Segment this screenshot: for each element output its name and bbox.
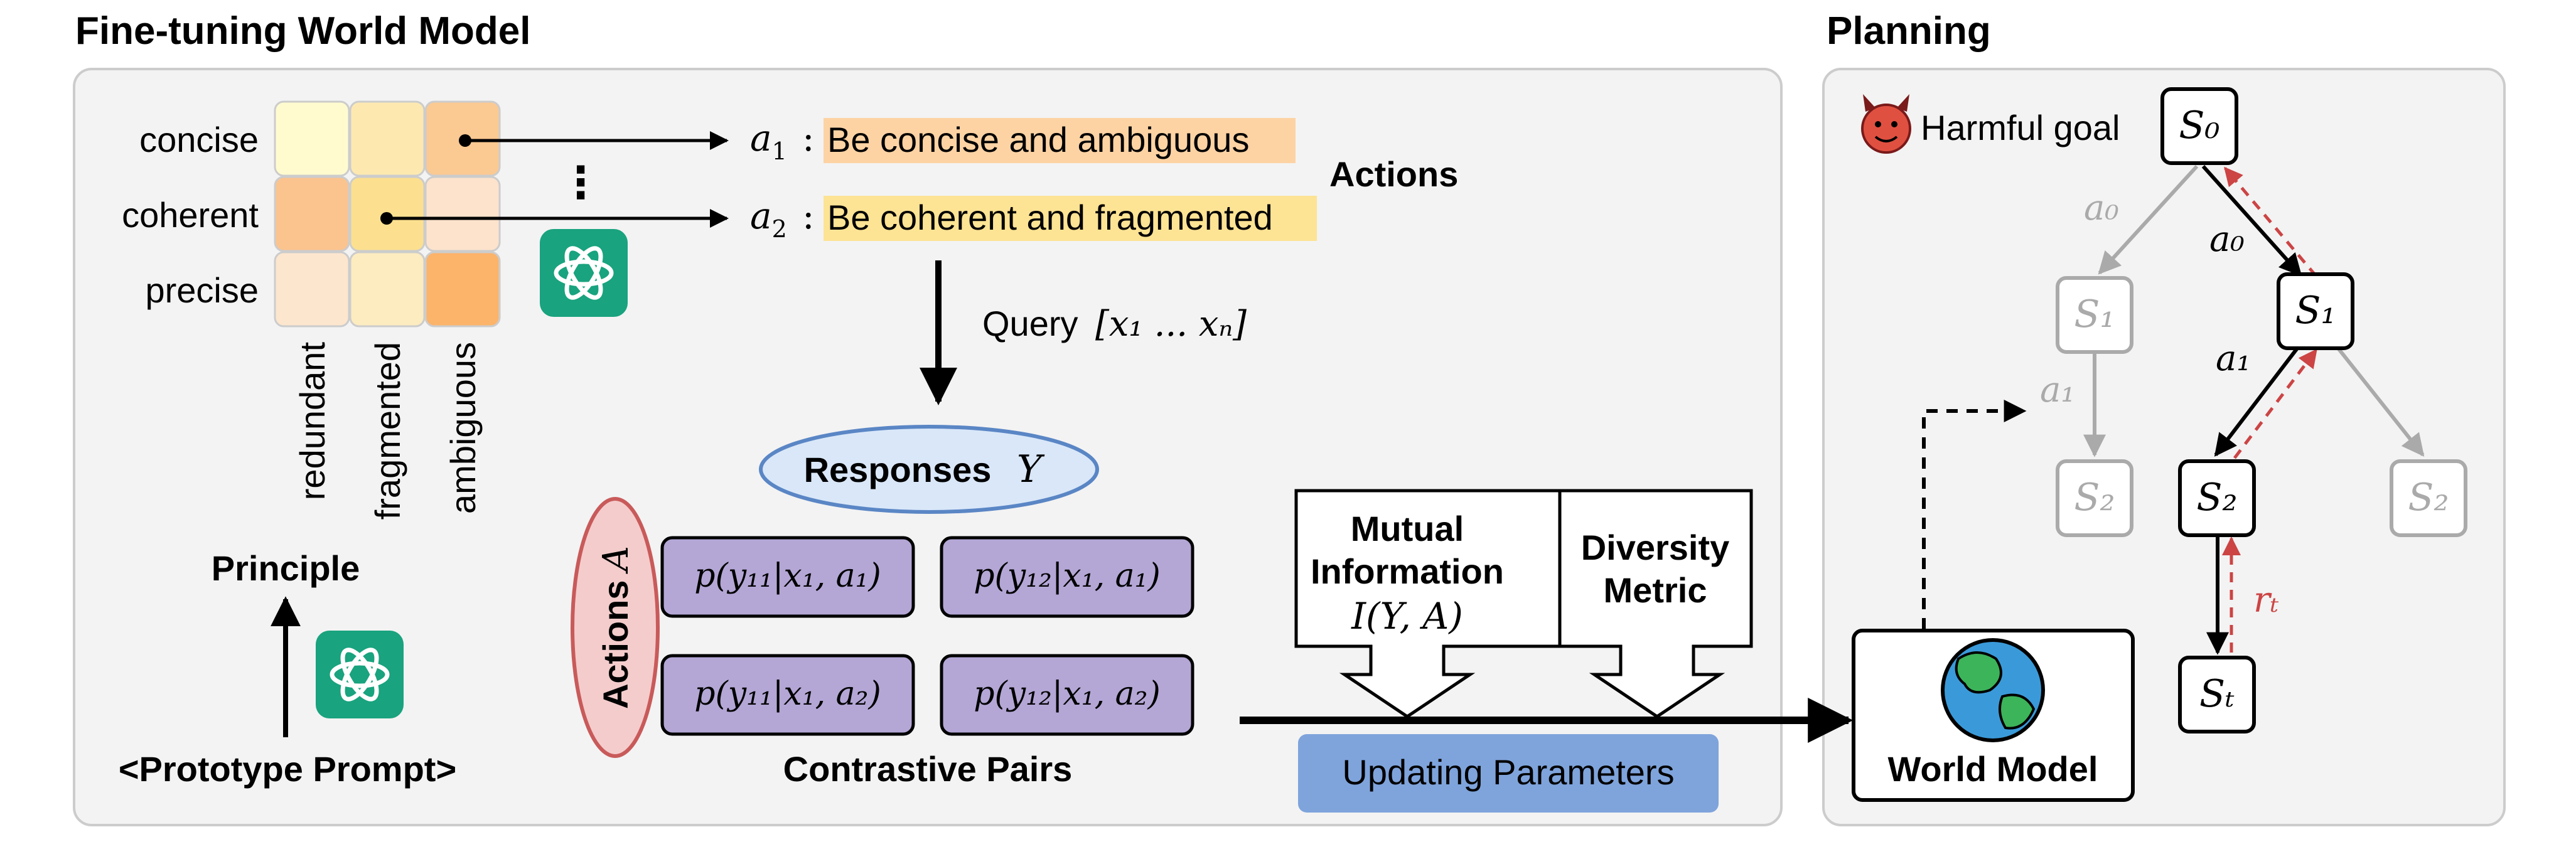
pair-cell	[660, 536, 915, 618]
node-s2-grey	[2056, 459, 2133, 537]
devil-icon	[1861, 94, 1911, 154]
edge-label-a1: a₁	[2216, 338, 2251, 379]
reward-label: rₜ	[2253, 580, 2279, 621]
node-s2-right-grey	[2390, 459, 2467, 537]
a2-colon: :	[802, 195, 815, 237]
node-s0-label: S₀	[2179, 104, 2219, 147]
row-label-precise: precise	[145, 270, 259, 310]
updating-parameters-box	[1298, 734, 1719, 813]
a1-symbol: a1	[750, 117, 787, 165]
a1-colon: :	[802, 117, 815, 159]
pair-text: p(y₁₂|x₁, a₁)	[974, 557, 1161, 595]
node-sT	[2178, 656, 2256, 733]
globe-icon	[1941, 638, 2045, 742]
world-model-label: World Model	[1888, 749, 2098, 789]
node-s2	[2178, 459, 2256, 537]
world-model-to-tree-arrow	[1922, 400, 2027, 629]
matrix-cell	[349, 251, 426, 328]
node-s2-right-grey-label: S₂	[2408, 476, 2449, 520]
edge-label-a0: a₀	[2209, 219, 2245, 260]
pair-text: p(y₁₁|x₁, a₁)	[694, 557, 881, 595]
responses-ellipse	[759, 425, 1099, 514]
pair-text: p(y₁₂|x₁, a₂)	[974, 675, 1161, 713]
prototype-prompt-label: <Prototype Prompt>	[119, 749, 456, 789]
actions-label: Actions	[1329, 154, 1458, 194]
a1-highlight	[824, 118, 1296, 163]
mi-line2: Information	[1311, 552, 1504, 591]
responses-var: Y	[1017, 447, 1045, 491]
matrix-cell	[424, 176, 501, 252]
edge-s1-s2	[2214, 347, 2299, 457]
actions-ellipsis: ⋮	[559, 158, 603, 207]
matrix-cell	[274, 176, 350, 252]
query-label: Query	[982, 304, 1078, 343]
updating-parameters-label: Updating Parameters	[1342, 752, 1674, 792]
contrastive-pairs: p(y₁₁|x₁, a₁) p(y₁₂|x₁, a₁) p(y₁₁|x₁, a₂…	[660, 536, 1194, 736]
matrix-cell	[274, 100, 350, 177]
mi-line3: I(Y, A)	[1351, 595, 1463, 637]
a2-symbol: a2	[750, 195, 787, 243]
col-label-ambiguous: ambiguous	[443, 342, 483, 514]
col-label-fragmented: fragmented	[368, 342, 407, 520]
edge-label-a0-grey: a₀	[2084, 188, 2119, 228]
a2-text: Be coherent and fragmented	[827, 198, 1273, 237]
node-sT-label: Sₜ	[2199, 672, 2235, 716]
pair-cell	[660, 654, 915, 736]
diversity-metric-box	[1558, 489, 1753, 719]
a1-text: Be concise and ambiguous	[827, 120, 1249, 159]
pair-cell	[940, 536, 1194, 618]
edge-s1-s2-right-grey	[2336, 347, 2425, 457]
pair-text: p(y₁₁|x₁, a₂)	[694, 675, 881, 713]
col-label-redundant: redundant	[292, 342, 332, 501]
diversity-line1: Diversity	[1581, 528, 1730, 567]
row-label-coherent: coherent	[122, 195, 259, 235]
matrix-cell	[274, 251, 350, 328]
mi-line1: Mutual	[1351, 509, 1464, 548]
edge-s0-s1-grey	[2098, 164, 2199, 275]
row-label-concise: concise	[139, 120, 259, 159]
principle-matrix	[274, 100, 501, 328]
planning-title: Planning	[1827, 9, 1991, 53]
actions-A-ellipse	[571, 497, 660, 758]
edge-label-a1-grey: a₁	[2040, 370, 2075, 410]
gpt-logo-icon	[316, 631, 404, 718]
gpt-logo-icon	[540, 229, 628, 317]
responses-label: Responses	[804, 450, 992, 489]
pair-cell	[940, 654, 1194, 736]
node-s1-grey-label: S₁	[2074, 292, 2115, 336]
contrastive-pairs-caption: Contrastive Pairs	[783, 749, 1073, 789]
node-s2-label: S₂	[2196, 476, 2237, 520]
finetune-title: Fine-tuning World Model	[75, 9, 531, 53]
harmful-goal-label: Harmful goal	[1921, 108, 2120, 147]
a2-highlight	[824, 196, 1317, 241]
reward-edge-s1-s0	[2224, 166, 2317, 277]
reward-edge-s2-s1	[2233, 348, 2317, 459]
node-s1-label: S₁	[2295, 289, 2336, 333]
matrix-cell	[424, 251, 501, 328]
node-s0	[2160, 87, 2238, 165]
diversity-line2: Metric	[1604, 570, 1707, 610]
principle-label: Principle	[212, 548, 360, 588]
query-math: [x₁ ... xₙ]	[1095, 304, 1247, 344]
node-s1-grey	[2056, 276, 2133, 354]
actions-A-label: ActionsA	[596, 546, 636, 709]
node-s2-grey-label: S₂	[2074, 476, 2115, 520]
node-s1	[2277, 272, 2354, 350]
edge-s0-s1	[2201, 164, 2302, 277]
matrix-cell	[349, 100, 426, 177]
